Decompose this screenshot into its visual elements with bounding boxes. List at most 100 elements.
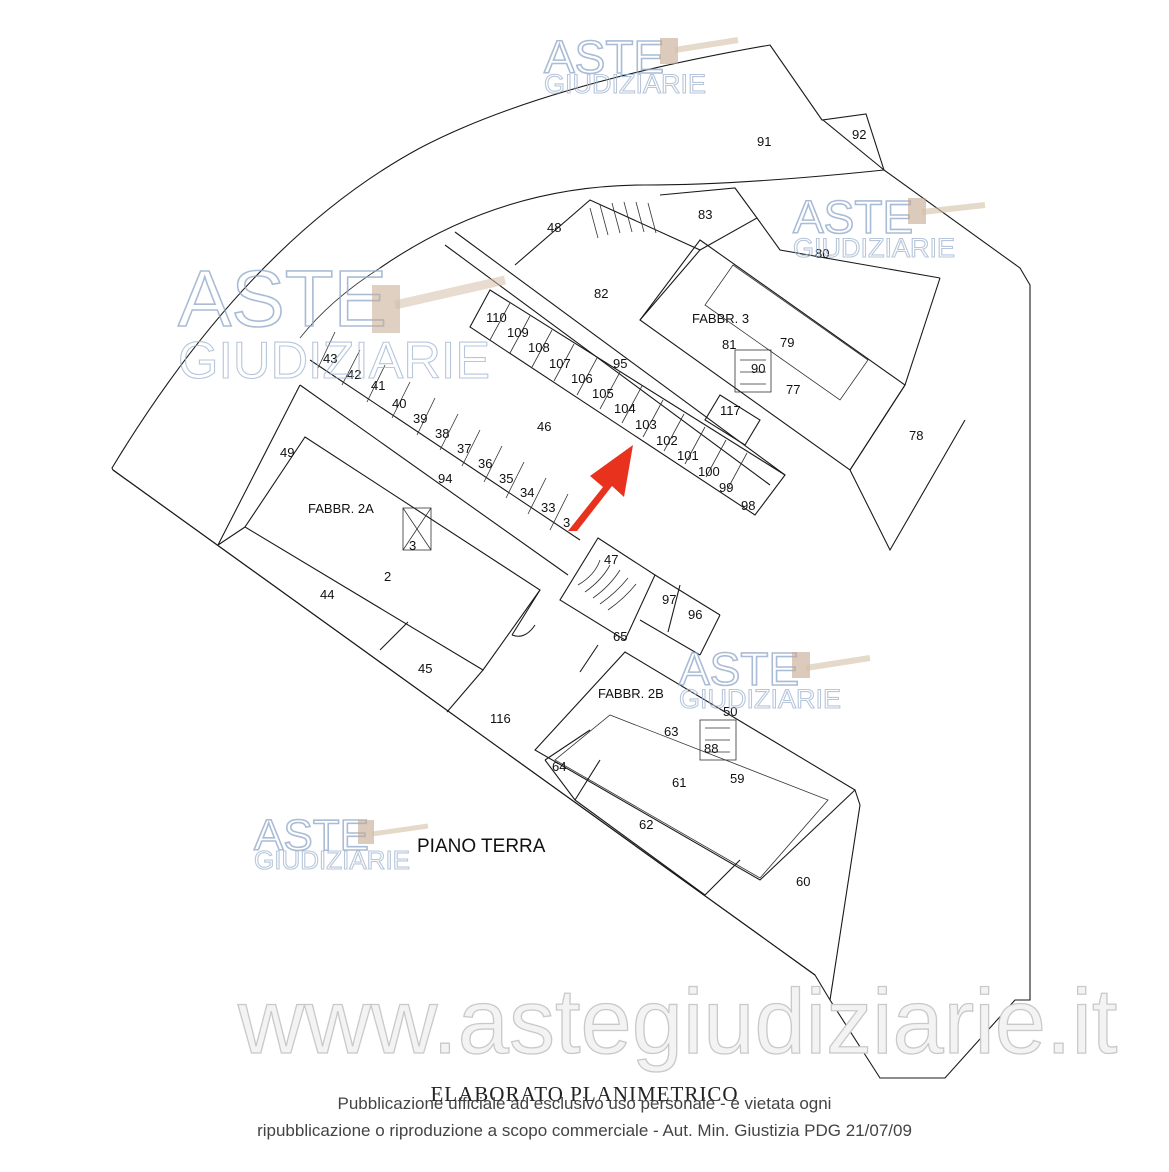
svg-text:82: 82 [594,286,608,301]
svg-text:FABBR. 2B: FABBR. 2B [598,686,664,701]
location-pointer-arrow [568,445,633,531]
elaborato-title: ELABORATO PLANIMETRICO [430,1082,739,1106]
lot-48-82 [514,199,701,321]
svg-text:39: 39 [413,411,427,426]
ramp-edge [511,589,599,673]
lot-row [112,469,816,976]
svg-text:GIUDIZIARIE: GIUDIZIARIE [679,684,841,714]
svg-text:44: 44 [320,587,334,602]
svg-text:62: 62 [639,817,653,832]
site-boundary [111,44,1031,1079]
stair-2b [699,719,737,761]
svg-text:94: 94 [438,471,452,486]
svg-text:101: 101 [677,448,699,463]
svg-text:ASTE: ASTE [178,254,387,343]
building-2a-outline [244,436,541,671]
svg-text:61: 61 [672,775,686,790]
svg-text:98: 98 [741,498,755,513]
svg-text:80: 80 [815,246,829,261]
inner-curve [379,169,885,269]
svg-text:40: 40 [392,396,406,411]
watermark-url: www.astegiudiziarie.it [237,971,1117,1073]
road-edge-b [299,384,569,576]
footer-notice-line-1: Pubblicazione ufficiale ad esclusivo uso… [337,1094,832,1113]
curve-left [299,267,381,339]
svg-text:ASTE: ASTE [793,191,913,243]
stair-2b-lines [705,727,730,753]
lot-44-45 [379,621,591,761]
driveway-edge [822,119,885,171]
lot-62 [574,799,741,896]
svg-text:108: 108 [528,340,550,355]
svg-text:GIUDIZIARIE: GIUDIZIARIE [544,69,706,99]
svg-text:34: 34 [520,485,534,500]
gavel-icon [908,198,926,224]
svg-text:43: 43 [323,351,337,366]
road-edge-c [454,231,786,476]
svg-text:33: 33 [541,500,555,515]
svg-text:45: 45 [418,661,432,676]
svg-text:78: 78 [909,428,923,443]
lot-83 [659,187,758,251]
svg-text:GIUDIZIARIE: GIUDIZIARIE [178,332,490,390]
svg-text:99: 99 [719,480,733,495]
svg-text:102: 102 [656,433,678,448]
parcel-labels: 91 92 48 83 80 82 FABBR. 3 81 79 90 77 1… [280,127,923,889]
svg-text:83: 83 [698,207,712,222]
lot-80 [756,217,941,279]
svg-text:91: 91 [757,134,771,149]
svg-text:59: 59 [730,771,744,786]
lot-78 [849,277,966,552]
svg-text:37: 37 [457,441,471,456]
lot-97-96 [639,574,721,656]
svg-text:81: 81 [722,337,736,352]
svg-text:88: 88 [704,741,718,756]
svg-text:48: 48 [547,220,561,235]
svg-text:117: 117 [720,403,741,418]
svg-text:60: 60 [796,874,810,889]
stair-2a-x [402,507,432,551]
gavel-icon [372,285,400,333]
watermark-aste-2: ASTE GIUDIZIARIE [792,190,986,264]
watermark-aste-5: ASTE GIUDIZIARIE [253,810,429,876]
building-2b-outline [534,651,856,881]
svg-text:35: 35 [499,471,513,486]
lot-117 [704,394,761,446]
svg-text:47: 47 [604,552,618,567]
svg-text:105: 105 [592,386,614,401]
svg-text:64: 64 [552,759,566,774]
arrow-shape [568,445,633,531]
lot-64 [544,759,601,801]
svg-text:100: 100 [698,464,720,479]
svg-text:116: 116 [490,711,511,726]
ramp-48-hatch [589,201,657,239]
inner-2b [554,714,829,879]
svg-text:95: 95 [613,356,627,371]
svg-text:38: 38 [435,426,449,441]
garage-row-left [317,331,569,531]
svg-text:92: 92 [852,127,866,142]
svg-text:GIUDIZIARIE: GIUDIZIARIE [254,845,410,875]
svg-text:50: 50 [723,704,737,719]
garage-row-right-outline [469,289,786,516]
svg-text:42: 42 [347,367,361,382]
watermark-aste-3: ASTE GIUDIZIARIE [177,253,506,391]
watermark-aste-1: ASTE GIUDIZIARIE [543,30,739,100]
garage-row-right-dividers [489,302,748,491]
svg-text:103: 103 [635,417,657,432]
svg-text:GIUDIZIARIE: GIUDIZIARIE [793,233,955,263]
footer-notice-line-2: ripubblicazione o riproduzione a scopo c… [257,1121,912,1140]
left-lot [217,384,301,546]
svg-text:110: 110 [486,310,507,325]
gavel-icon [792,652,810,678]
svg-text:3: 3 [563,515,570,530]
stair-2a [402,507,432,551]
svg-text:109: 109 [507,325,529,340]
ramp-47 [559,537,656,641]
svg-text:90: 90 [751,361,765,376]
svg-text:107: 107 [549,356,571,371]
svg-text:96: 96 [688,607,702,622]
svg-text:77: 77 [786,382,800,397]
stair-3 [734,349,772,393]
